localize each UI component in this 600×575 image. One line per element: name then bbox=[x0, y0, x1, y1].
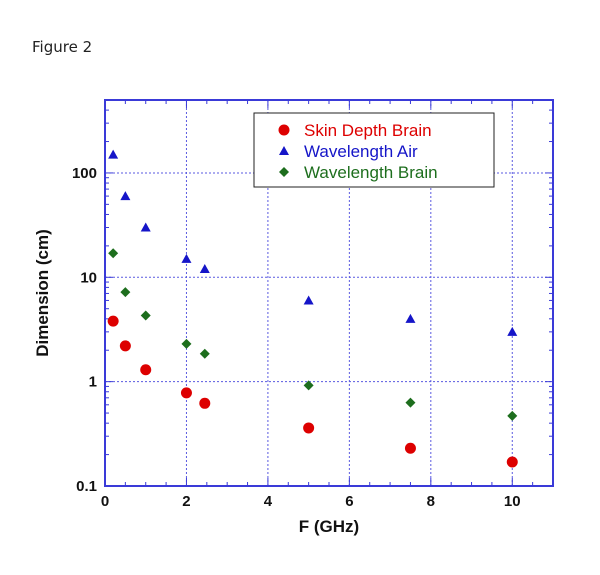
x-tick-label: 2 bbox=[182, 493, 190, 510]
data-point-triangle bbox=[140, 222, 151, 232]
x-tick-label: 4 bbox=[264, 493, 273, 510]
data-point-triangle bbox=[507, 326, 518, 336]
data-point-triangle bbox=[120, 191, 131, 201]
data-point-diamond bbox=[120, 287, 131, 298]
data-point-diamond bbox=[199, 348, 210, 359]
data-point-diamond bbox=[181, 338, 192, 349]
legend-marker-diamond bbox=[279, 167, 289, 177]
data-point-circle bbox=[180, 387, 192, 399]
y-tick-label: 0.1 bbox=[76, 478, 97, 495]
legend-label: Skin Depth Brain bbox=[304, 121, 432, 140]
y-tick-label: 10 bbox=[80, 269, 97, 286]
data-point-circle bbox=[107, 315, 119, 327]
data-point-diamond bbox=[303, 380, 314, 391]
data-point-triangle bbox=[181, 253, 192, 263]
data-point-diamond bbox=[108, 248, 119, 259]
x-tick-label: 8 bbox=[427, 493, 435, 510]
y-tick-label: 1 bbox=[89, 374, 97, 391]
data-point-diamond bbox=[507, 410, 518, 421]
legend-box bbox=[253, 112, 495, 188]
data-point-circle bbox=[303, 422, 315, 434]
data-point-triangle bbox=[108, 149, 119, 159]
data-point-diamond bbox=[405, 397, 416, 408]
x-tick-label: 10 bbox=[504, 493, 521, 510]
legend-marker-triangle bbox=[279, 146, 289, 155]
data-point-circle bbox=[199, 397, 211, 409]
legend-label: Wavelength Air bbox=[304, 142, 418, 161]
x-tick-label: 6 bbox=[345, 493, 353, 510]
data-point-diamond bbox=[140, 310, 151, 321]
data-point-circle bbox=[404, 442, 416, 454]
data-point-triangle bbox=[405, 313, 416, 323]
data-point-triangle bbox=[199, 264, 210, 274]
data-point-circle bbox=[119, 340, 131, 352]
y-axis-title: Dimension (cm) bbox=[33, 229, 52, 357]
legend-label: Wavelength Brain bbox=[304, 163, 438, 182]
plot-frame bbox=[104, 99, 554, 487]
legend-marker-circle bbox=[278, 124, 290, 136]
data-point-circle bbox=[506, 456, 518, 468]
tick-labels: 0 2 4 6 8 10 0.1 1 10 100 bbox=[72, 165, 521, 510]
x-tick-label: 0 bbox=[101, 493, 109, 510]
data-point-circle bbox=[140, 364, 152, 376]
figure-label: Figure 2 bbox=[32, 38, 93, 56]
y-tick-label: 100 bbox=[72, 165, 97, 182]
x-axis-title: F (GHz) bbox=[299, 517, 359, 536]
data-markers bbox=[107, 149, 518, 468]
data-point-triangle bbox=[303, 295, 314, 305]
